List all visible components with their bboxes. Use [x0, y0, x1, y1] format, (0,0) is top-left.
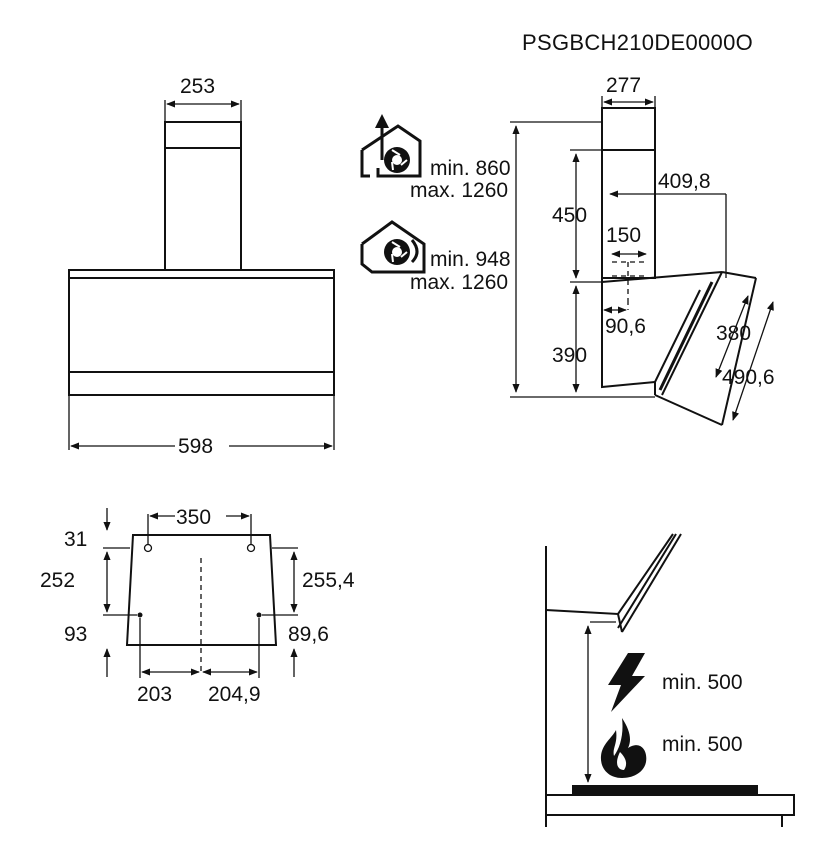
extraction-mode-icon — [360, 114, 422, 178]
front-chimney — [164, 121, 242, 271]
height-450-label: 450 — [552, 204, 587, 227]
chimney-width-label: 253 — [180, 75, 215, 98]
side-view: 450 390 277 409,8 150 90,6 380 490,6 — [510, 74, 775, 426]
right-center-offset-label: 204,9 — [208, 683, 261, 706]
outlet-offset-label: 90,6 — [605, 315, 646, 338]
left-vertical-label: 252 — [40, 569, 75, 592]
right-vertical-label: 255,4 — [302, 569, 355, 592]
top-offset-label: 31 — [64, 528, 87, 551]
bracket-offset-label: 150 — [606, 224, 641, 247]
lightning-icon — [608, 653, 645, 712]
flame-icon — [600, 718, 647, 778]
recirculation-max: max. 1260 — [410, 271, 508, 294]
recirculation-mode-icon — [360, 220, 426, 274]
depth-409-label: 409,8 — [658, 170, 711, 193]
mounting-template: 350 31 252 93 255,4 89,6 203 204,9 — [40, 506, 355, 706]
electric-clearance-label: min. 500 — [662, 671, 743, 694]
glass-380-label: 380 — [716, 322, 751, 345]
left-bottom-label: 93 — [64, 623, 87, 646]
side-chimney — [601, 107, 656, 279]
gas-clearance-label: min. 500 — [662, 733, 743, 756]
clearance-view — [545, 533, 795, 827]
left-center-offset-label: 203 — [137, 683, 172, 706]
extraction-min: min. 860 — [430, 157, 511, 180]
model-code: PSGBCH210DE0000O — [522, 30, 753, 55]
hood-width-label: 598 — [178, 435, 213, 458]
glass-490-label: 490,6 — [722, 366, 775, 389]
front-hood-body — [68, 269, 335, 396]
recirculation-min: min. 948 — [430, 248, 511, 271]
front-view: 253 598 — [68, 75, 335, 458]
hole-spacing-label: 350 — [176, 506, 211, 529]
height-390-label: 390 — [552, 344, 587, 367]
right-bottom-label: 89,6 — [288, 623, 329, 646]
chimney-depth-label: 277 — [606, 74, 641, 97]
extraction-max: max. 1260 — [410, 179, 508, 202]
